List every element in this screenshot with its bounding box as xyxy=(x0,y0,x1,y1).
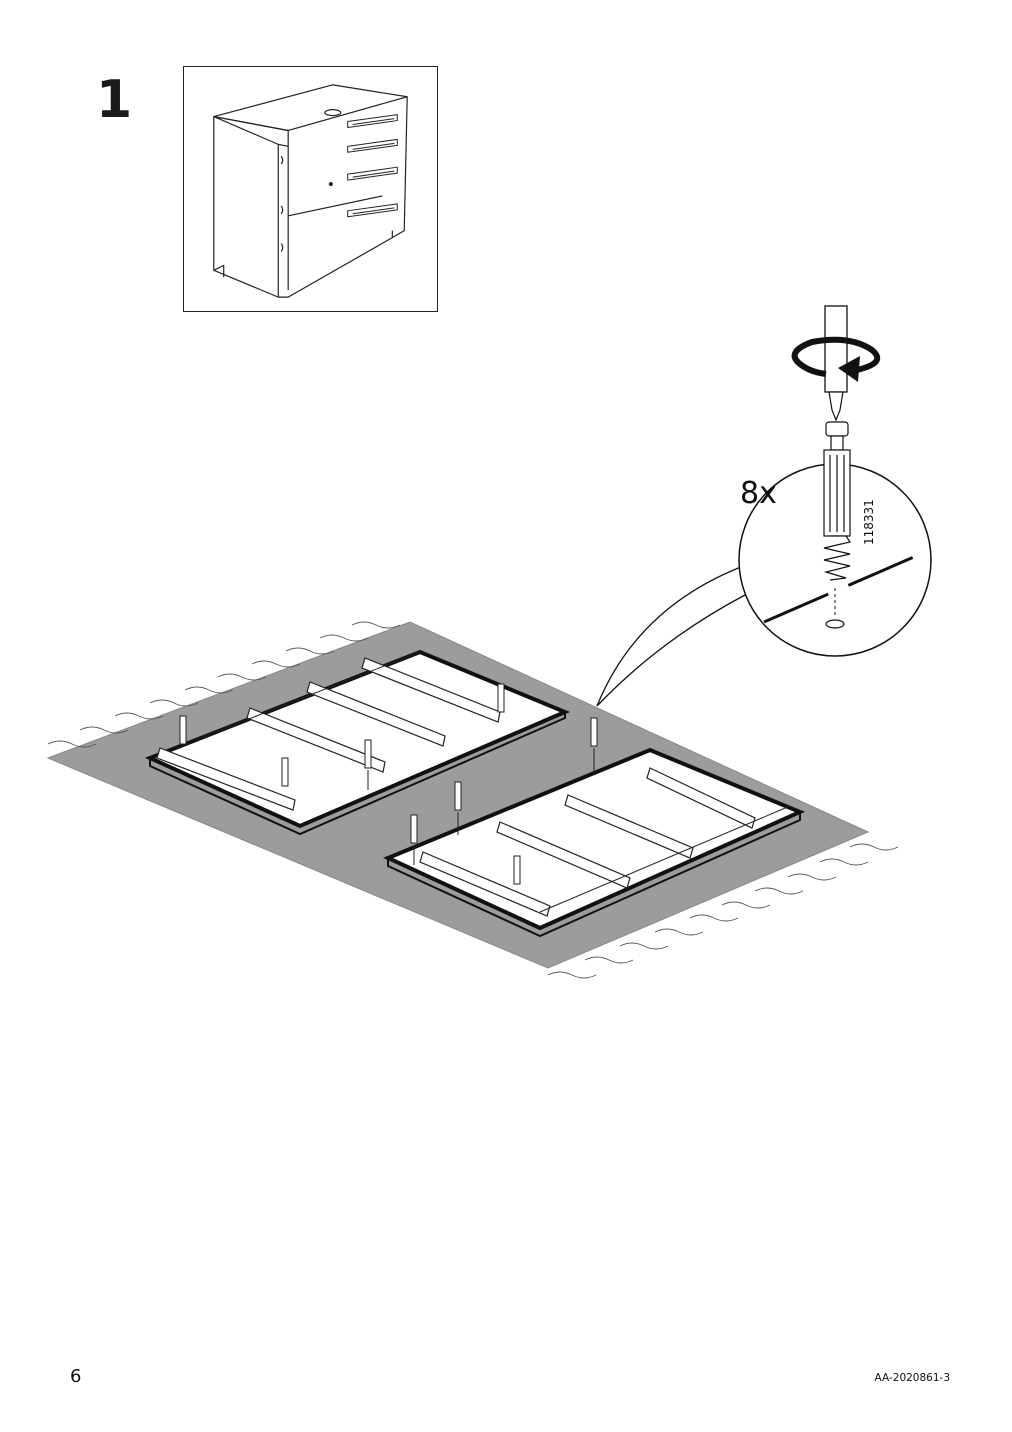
part-number-label: 118331 xyxy=(862,499,876,545)
quantity-label: 8x xyxy=(740,476,777,511)
assembly-illustration: 8x 118331 xyxy=(0,290,1012,1010)
dresser-frame-illustration xyxy=(213,84,408,298)
right-panel xyxy=(382,747,806,938)
screwdriver-icon xyxy=(824,305,848,422)
dowel-screws xyxy=(179,683,598,885)
assembly-scene: 8x 118331 xyxy=(46,305,932,979)
overview-illustration-frame xyxy=(183,66,438,312)
dowel-screw-icon xyxy=(823,421,851,581)
document-code: AA-2020861-3 xyxy=(874,1372,950,1384)
left-panel xyxy=(144,649,571,836)
page-number: 6 xyxy=(70,1366,82,1387)
step-number: 1 xyxy=(96,70,133,130)
clockwise-rotation-arrow-icon xyxy=(791,336,881,382)
carpet-fringe xyxy=(47,621,899,979)
dowel-guide-lines xyxy=(367,748,595,865)
